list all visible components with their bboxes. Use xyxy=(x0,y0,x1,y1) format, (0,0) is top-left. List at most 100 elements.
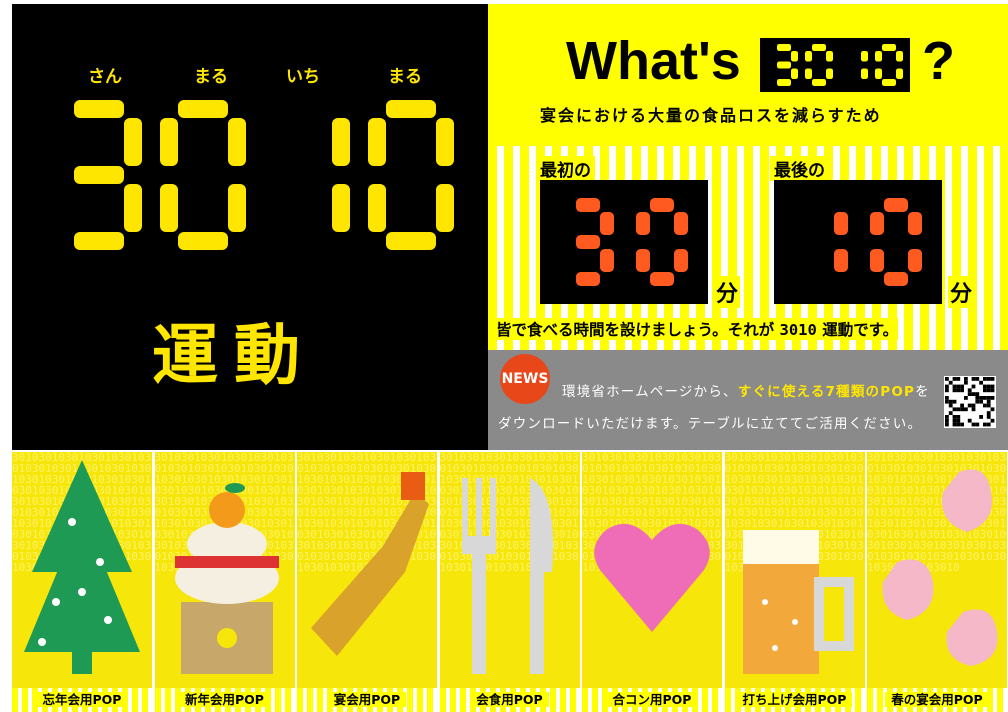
undo-title: 運動 xyxy=(152,317,316,394)
christmas-tree-icon xyxy=(24,460,140,674)
digit-segment xyxy=(908,212,922,235)
digit-segment xyxy=(74,100,124,118)
pop-card-label-text: 忘年会用POP xyxy=(36,692,128,707)
digit-segment xyxy=(674,249,688,272)
digit-segment xyxy=(332,118,350,166)
digit-segment xyxy=(805,68,812,79)
news-highlight: すぐに使える7種類のPOP xyxy=(737,384,916,400)
pop-card-label: 会食用POP xyxy=(439,688,580,712)
digit-segment xyxy=(386,232,436,250)
left-title-panel: さん まる いち まる 運動 xyxy=(12,4,488,450)
pop-card-label-text: 打ち上げ会用POP xyxy=(736,692,853,707)
digit-segment xyxy=(834,249,848,272)
digit-segment xyxy=(124,118,142,166)
pop-card[interactable]: 3010301030103010301030103010301030103010… xyxy=(582,452,722,712)
digit-segment xyxy=(160,184,178,232)
digit-segment xyxy=(861,68,868,79)
pop-card-label-text: 会食用POP xyxy=(470,692,549,707)
digit-segment xyxy=(826,51,833,62)
pop-card-label: 合コン用POP xyxy=(582,688,722,712)
last-unit: 分 xyxy=(948,276,975,308)
pop-card-label-text: 合コン用POP xyxy=(606,692,698,707)
pop-card[interactable]: 3010301030103010301030103010301030103010… xyxy=(724,452,865,712)
digit-segment xyxy=(636,249,650,272)
whats-question: ? xyxy=(922,31,955,91)
news-badge: NEWS xyxy=(500,354,550,404)
pop-card-label: 打ち上げ会用POP xyxy=(724,688,865,712)
digit-segment xyxy=(178,100,228,118)
digit-segment xyxy=(791,51,798,62)
pop-card[interactable]: 3010301030103010301030103010301030103010… xyxy=(439,452,580,712)
digit-segment xyxy=(436,184,454,232)
digit-segment xyxy=(636,212,650,235)
whats-title: What's xyxy=(566,30,741,92)
digit-segment xyxy=(791,68,798,79)
digit-segment xyxy=(386,100,436,118)
pop-card[interactable]: 3010301030103010301030103010301030103010… xyxy=(297,452,437,712)
digit-segment xyxy=(826,68,833,79)
digit-segment xyxy=(368,184,386,232)
digit-segment xyxy=(875,68,882,79)
news-bar: NEWS 環境省ホームページから、すぐに使える7種類のPOPを ダウンロードいた… xyxy=(488,350,1008,450)
fork-knife-icon xyxy=(461,478,553,674)
digit-segment xyxy=(228,118,246,166)
digit-segment xyxy=(812,44,826,51)
last-number-box xyxy=(774,180,942,304)
digit-segment xyxy=(812,79,826,86)
subtitle: 宴会における大量の食品ロスを減らすため xyxy=(540,106,882,125)
digit-segment xyxy=(124,184,142,232)
digit-segment xyxy=(160,118,178,166)
news-line-1: 環境省ホームページから、すぐに使える7種類のPOPを xyxy=(562,384,930,400)
digit-segment xyxy=(908,249,922,272)
fried-shrimp-icon xyxy=(311,472,429,656)
digit-segment xyxy=(861,51,868,62)
digit-segment xyxy=(74,166,124,184)
caption-after: 運動です。 xyxy=(822,321,899,339)
news-line-2: ダウンロードいただけます。テーブルに立ててご活用ください。 xyxy=(498,416,923,432)
digit-segment xyxy=(576,198,600,212)
digit-segment xyxy=(896,68,903,79)
last-label: 最後の xyxy=(770,156,829,181)
ruby-san: さん xyxy=(88,67,122,87)
pop-card-label: 忘年会用POP xyxy=(12,688,152,712)
caption: 皆で食べる時間を設けましょう。それが 3010 運動です。 xyxy=(496,318,899,340)
beer-mug-icon xyxy=(742,530,854,674)
digit-segment xyxy=(777,44,791,51)
big-number-3010 xyxy=(74,100,454,250)
caption-before: 皆で食べる時間を設けましょう。それが xyxy=(496,321,775,339)
digit-segment xyxy=(576,272,600,286)
ruby-maru-1: まる xyxy=(194,67,228,87)
digit-segment xyxy=(884,198,908,212)
digit-segment xyxy=(882,44,896,51)
pop-card-label: 新年会用POP xyxy=(154,688,295,712)
pop-card[interactable]: 3010301030103010301030103010301030103010… xyxy=(154,452,295,712)
digit-segment xyxy=(600,249,614,272)
pop-card-label: 宴会用POP xyxy=(297,688,437,712)
digit-segment xyxy=(882,79,896,86)
qr-code-icon[interactable] xyxy=(944,376,996,428)
digit-segment xyxy=(870,212,884,235)
first-label: 最初の xyxy=(536,156,595,181)
cherry-petals-icon xyxy=(882,469,998,666)
caption-number: 3010 xyxy=(779,321,817,339)
digit-segment xyxy=(650,198,674,212)
digit-segment xyxy=(896,51,903,62)
pop-card[interactable]: 3010301030103010301030103010301030103010… xyxy=(867,452,1007,712)
pop-card-label: 春の宴会用POP xyxy=(867,688,1007,712)
digit-segment xyxy=(674,212,688,235)
digit-segment xyxy=(74,232,124,250)
kagami-mochi-icon xyxy=(174,483,279,674)
digit-segment xyxy=(777,61,791,69)
digit-segment xyxy=(870,249,884,272)
digit-segment xyxy=(875,51,882,62)
ruby-ichi: いち xyxy=(286,67,320,87)
digit-segment xyxy=(332,184,350,232)
digit-segment xyxy=(576,235,600,249)
number-pattern: 3010301030103010301030103010301030103010… xyxy=(297,452,437,574)
digit-segment xyxy=(368,118,386,166)
pop-card-label-text: 新年会用POP xyxy=(179,692,270,707)
pop-card[interactable]: 3010301030103010301030103010301030103010… xyxy=(12,452,152,712)
heart-icon xyxy=(594,523,710,632)
number-pattern: 3010301030103010301030103010301030103010… xyxy=(439,452,579,574)
pop-card-label-text: 春の宴会用POP xyxy=(885,692,989,707)
